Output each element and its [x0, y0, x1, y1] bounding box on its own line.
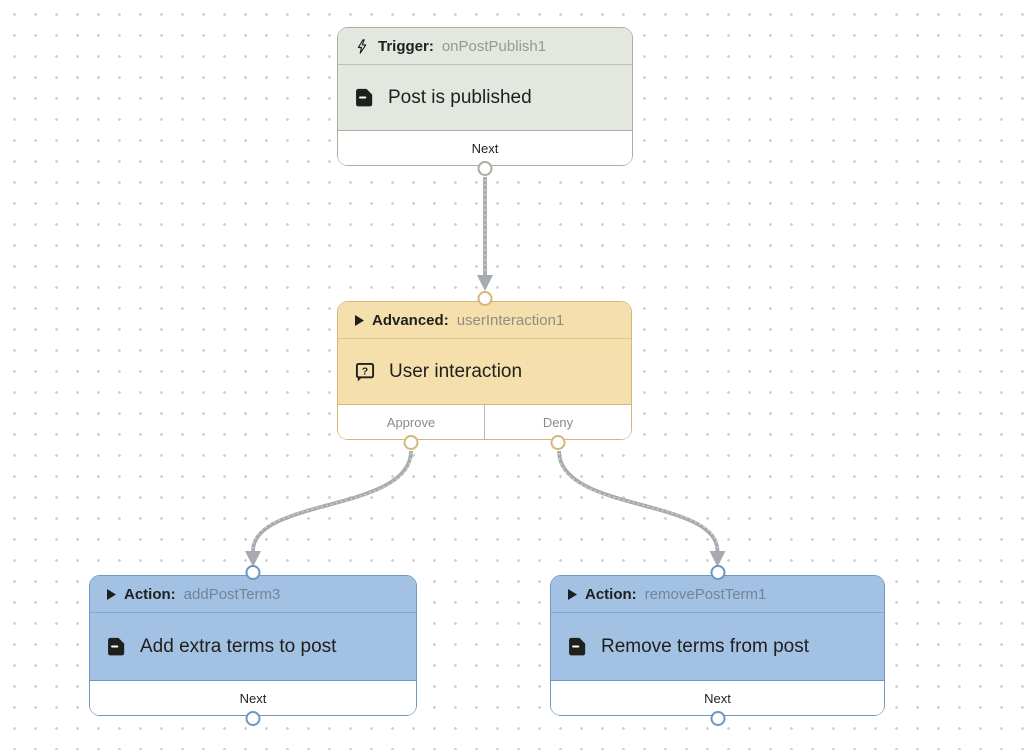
node-instance-name: userInteraction1 — [456, 311, 565, 329]
output-cell-next: Next — [90, 681, 416, 726]
output-label: Next — [239, 690, 267, 706]
output-label: Next — [704, 690, 731, 706]
node-trigger-body[interactable]: Post is published — [338, 65, 632, 131]
node-remove-terms-body[interactable]: Remove terms from post — [551, 613, 884, 681]
node-remove-terms-footer: Next — [551, 681, 884, 726]
node-kind-label: Advanced: — [372, 311, 449, 329]
post-document-icon — [566, 635, 589, 658]
node-remove-terms-header[interactable]: Action: removePostTerm1 — [551, 576, 884, 613]
edge-deny-to-remove-terms-dash — [558, 452, 718, 550]
output-port-deny[interactable] — [550, 435, 566, 450]
output-port-next[interactable] — [477, 161, 493, 176]
node-user-interaction-header[interactable]: Advanced: userInteraction1 — [338, 302, 631, 339]
node-kind-label: Action: — [585, 585, 637, 603]
node-remove-terms[interactable]: Action: removePostTerm1 Remove terms fro… — [550, 565, 885, 726]
node-instance-name: removePostTerm1 — [644, 585, 767, 603]
svg-text:?: ? — [362, 365, 368, 377]
output-cell-deny: Deny — [484, 405, 631, 450]
node-user-interaction-footer: Approve Deny — [338, 405, 631, 450]
expand-triangle-icon[interactable] — [567, 588, 577, 600]
edge-approve-to-add-terms-dash — [252, 452, 412, 550]
output-label: Next — [471, 140, 499, 156]
edge-approve-to-add-terms[interactable] — [251, 450, 413, 552]
node-title: Add extra terms to post — [140, 635, 337, 657]
node-add-terms-body[interactable]: Add extra terms to post — [90, 613, 416, 681]
post-document-icon — [353, 86, 376, 109]
node-kind-label: Trigger: — [378, 37, 434, 55]
node-add-terms-header[interactable]: Action: addPostTerm3 — [90, 576, 416, 613]
output-label: Approve — [386, 414, 436, 430]
node-instance-name: addPostTerm3 — [183, 585, 281, 603]
node-kind-label: Action: — [124, 585, 176, 603]
post-document-icon — [105, 635, 128, 658]
output-port-approve[interactable] — [403, 435, 419, 450]
node-trigger-footer: Next — [338, 131, 632, 176]
output-cell-approve: Approve — [338, 405, 484, 450]
expand-triangle-icon[interactable] — [106, 588, 116, 600]
input-port[interactable] — [710, 565, 725, 580]
node-trigger-header[interactable]: Trigger: onPostPublish1 — [338, 28, 632, 65]
output-cell-next: Next — [551, 681, 884, 726]
node-add-terms-footer: Next — [90, 681, 416, 726]
node-add-terms[interactable]: Action: addPostTerm3 Add extra terms to … — [89, 565, 417, 726]
lightning-icon — [354, 38, 370, 55]
node-instance-name: onPostPublish1 — [441, 37, 547, 55]
edge-deny-to-remove-terms[interactable] — [557, 450, 720, 552]
expand-triangle-icon[interactable] — [354, 314, 364, 326]
node-user-interaction[interactable]: Advanced: userInteraction1 ? User intera… — [337, 291, 632, 450]
output-label: Deny — [542, 414, 574, 430]
node-user-interaction-body[interactable]: ? User interaction — [338, 339, 631, 405]
node-title: User interaction — [389, 360, 523, 382]
arrowhead-to-interaction — [477, 275, 493, 291]
output-port-next[interactable] — [710, 711, 725, 726]
question-bubble-icon: ? — [353, 360, 377, 384]
node-title: Post is published — [388, 86, 532, 108]
node-trigger[interactable]: Trigger: onPostPublish1 Post is publishe… — [337, 27, 633, 176]
input-port[interactable] — [477, 291, 492, 306]
output-port-next[interactable] — [245, 711, 261, 726]
input-port[interactable] — [245, 565, 261, 580]
output-cell-next: Next — [338, 131, 632, 176]
node-title: Remove terms from post — [601, 635, 809, 657]
